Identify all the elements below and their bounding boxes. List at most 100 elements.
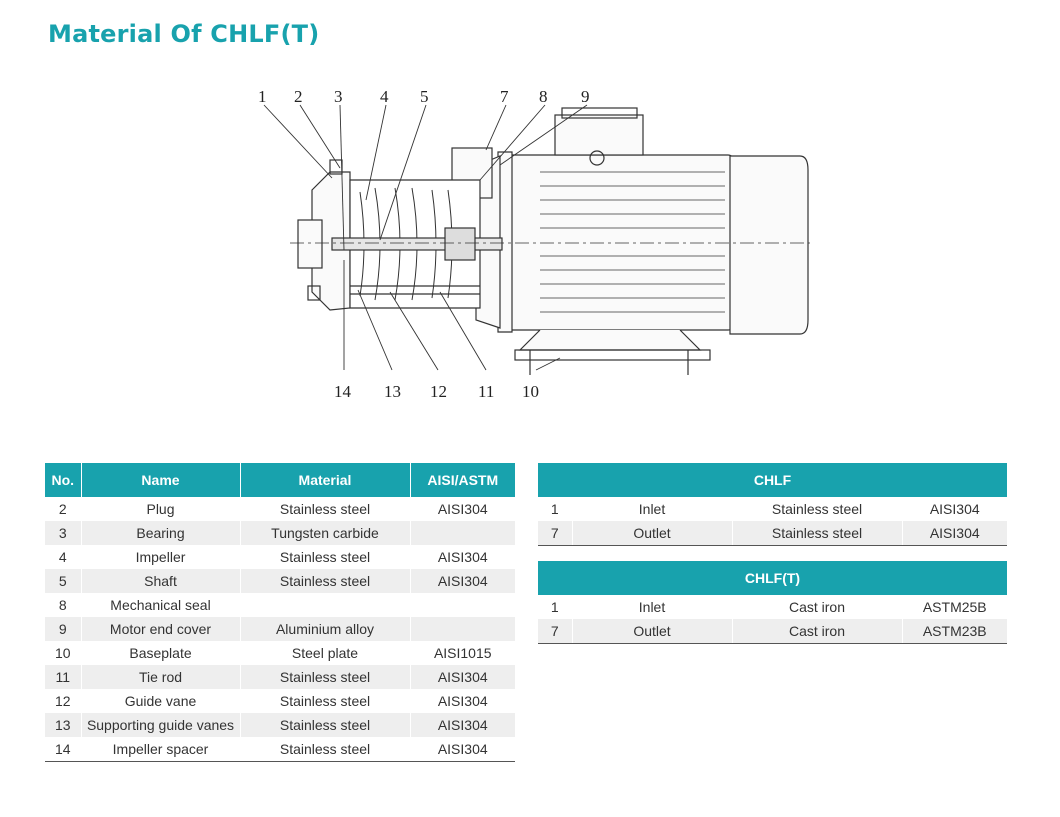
callout-9: 9: [581, 87, 590, 106]
cell-material: Cast iron: [732, 619, 903, 644]
cell-name: Shaft: [81, 569, 241, 593]
cell-no: 1: [538, 497, 573, 521]
cell-name: Motor end cover: [81, 617, 241, 641]
callout-4: 4: [380, 87, 389, 106]
cell-name: Inlet: [572, 497, 733, 521]
cell-no: 7: [538, 521, 573, 546]
cell-name: Outlet: [572, 619, 733, 644]
page-title: Material Of CHLF(T): [48, 20, 320, 48]
cell-standard: AISI304: [437, 549, 488, 565]
callout-8: 8: [539, 87, 548, 106]
callout-11: 11: [478, 382, 494, 401]
callout-7: 7: [500, 87, 509, 106]
header-material: Material: [240, 463, 411, 497]
cell-no: 10: [45, 641, 82, 665]
callout-5: 5: [420, 87, 429, 106]
cell-material: Stainless steel: [240, 545, 411, 569]
cell-material: Tungsten carbide: [240, 521, 411, 545]
cell-standard: AISI304: [410, 713, 515, 737]
cell-standard: AISI304: [437, 693, 488, 709]
pump-cross-section-diagram: 1 2 3 4 5 7 8 9 14 13 12 11 10: [258, 87, 810, 401]
cell-material: Stainless steel: [240, 737, 411, 762]
cell-name: Plug: [81, 497, 241, 521]
material-table-header: No. Name Material AISI/ASTM: [45, 463, 515, 497]
cell-material: Stainless steel: [240, 689, 411, 713]
callout-10: 10: [522, 382, 539, 401]
cell-no: 7: [538, 619, 573, 644]
cell-standard: AISI1015: [433, 645, 492, 661]
cell-material: Stainless steel: [240, 665, 411, 689]
callout-1: 1: [258, 87, 267, 106]
cell-standard: ASTM25B: [922, 599, 987, 615]
cell-no: 12: [45, 689, 82, 713]
cell-no: 3: [45, 521, 82, 545]
cell-no: 5: [45, 569, 82, 593]
cell-name: Guide vane: [81, 689, 241, 713]
cell-standard: AISI304: [410, 569, 515, 593]
cell-name: Tie rod: [81, 665, 241, 689]
cell-material: Cast iron: [732, 595, 903, 619]
cell-material: Stainless steel: [732, 497, 903, 521]
cell-name: Bearing: [81, 521, 241, 545]
cell-name: Baseplate: [81, 641, 241, 665]
callout-12: 12: [430, 382, 447, 401]
cell-no: 14: [45, 737, 82, 762]
callout-2: 2: [294, 87, 303, 106]
header-name: Name: [81, 463, 241, 497]
cell-standard: AISI304: [929, 501, 980, 517]
chlft-table-header: CHLF(T): [538, 561, 1007, 595]
cell-standard: AISI304: [410, 665, 515, 689]
cell-material: Stainless steel: [240, 569, 411, 593]
header-no: No.: [45, 463, 82, 497]
cell-material: [240, 593, 411, 617]
cell-standard: AISI304: [437, 501, 488, 517]
cell-no: 1: [538, 595, 573, 619]
cell-material: Stainless steel: [240, 713, 411, 737]
cell-standard: AISI304: [410, 737, 515, 762]
cell-no: 8: [45, 593, 82, 617]
cell-material: Steel plate: [240, 641, 411, 665]
callout-3: 3: [334, 87, 343, 106]
cell-standard: ASTM23B: [902, 619, 1007, 644]
cell-standard: AISI304: [902, 521, 1007, 546]
cell-material: Stainless steel: [240, 497, 411, 521]
cell-name: Impeller spacer: [81, 737, 241, 762]
header-aisi-astm: AISI/ASTM: [410, 463, 515, 497]
cell-material: Stainless steel: [732, 521, 903, 546]
cell-no: 9: [45, 617, 82, 641]
cell-name: Inlet: [572, 595, 733, 619]
cell-standard: [410, 593, 515, 617]
cell-name: Outlet: [572, 521, 733, 546]
callout-14: 14: [334, 382, 352, 401]
cell-name: Mechanical seal: [81, 593, 241, 617]
chlf-table-header: CHLF: [538, 463, 1007, 497]
cell-standard: [410, 617, 515, 641]
cell-name: Supporting guide vanes: [81, 713, 241, 737]
cell-material: Aluminium alloy: [240, 617, 411, 641]
cell-standard: [410, 521, 515, 545]
callout-13: 13: [384, 382, 401, 401]
cell-name: Impeller: [81, 545, 241, 569]
cell-no: 4: [45, 545, 82, 569]
cell-no: 13: [45, 713, 82, 737]
cell-no: 2: [45, 497, 82, 521]
cell-no: 11: [45, 665, 82, 689]
